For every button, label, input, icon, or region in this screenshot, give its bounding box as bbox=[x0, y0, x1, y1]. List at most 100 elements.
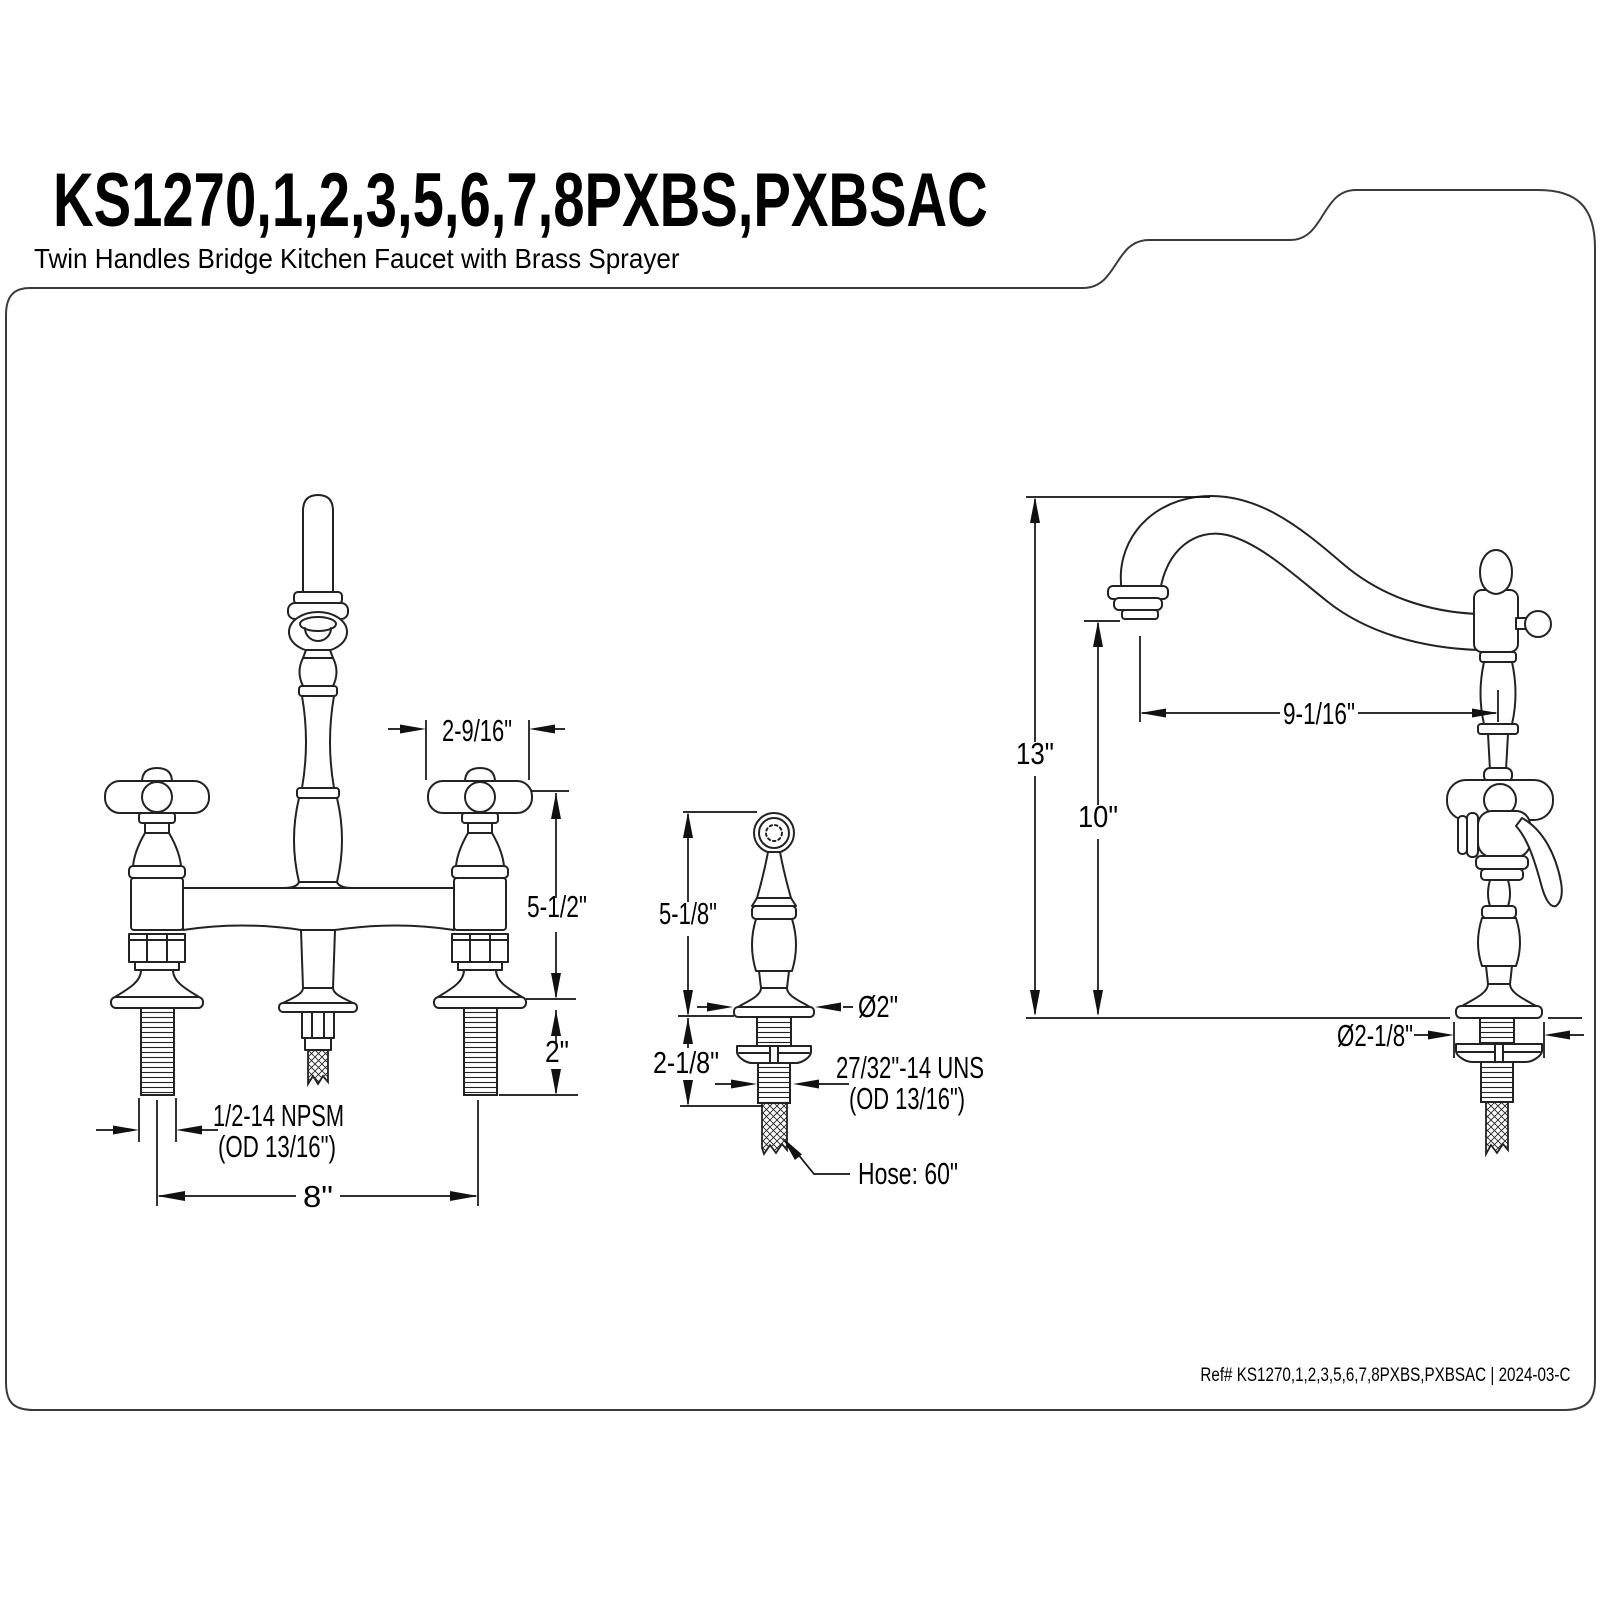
side-view-drawing: 13" 10" 9-1/16" Ø2-1/8" bbox=[1016, 494, 1584, 1158]
dim-sprayer-flange: Ø2" bbox=[678, 989, 898, 1024]
left-hex-nut bbox=[128, 933, 186, 963]
column-bulge bbox=[293, 797, 343, 883]
center-bell bbox=[282, 987, 354, 1004]
center-hex-facets bbox=[311, 1011, 325, 1039]
spout-mouth-arc bbox=[304, 627, 332, 642]
center-brim bbox=[278, 1002, 358, 1013]
column-fillet bbox=[282, 881, 354, 889]
left-valve-body bbox=[130, 877, 184, 931]
dim-handle-width: 2-9/16" bbox=[388, 713, 565, 780]
right-bonnet-ring bbox=[451, 865, 509, 879]
side-sprayer bbox=[1455, 810, 1563, 1158]
side-column-stem bbox=[1487, 733, 1509, 771]
right-handle-stem bbox=[467, 822, 493, 834]
dim-spout-height: 10" bbox=[1078, 620, 1120, 1016]
dim-shank-thread: 1/2-14 NPSM (OD 13/16") bbox=[96, 1098, 344, 1164]
page-title: KS1270,1,2,3,5,6,7,8PXBS,PXBSAC bbox=[53, 158, 988, 243]
side-column-ring1 bbox=[1479, 651, 1517, 663]
spout-outlet-collar2 bbox=[1113, 597, 1163, 611]
reference-code: Ref# KS1270,1,2,3,5,6,7,8PXBS,PXBSAC | 2… bbox=[1199, 1364, 1570, 1386]
sprayer-thread-spec-line1: 27/32"-14 UNS bbox=[836, 1050, 984, 1085]
sprayer-hose-braid bbox=[761, 1102, 788, 1157]
bridge-bar bbox=[182, 887, 455, 931]
right-handle-cap bbox=[464, 767, 496, 783]
dim-center-spread-label: 8" bbox=[303, 1179, 333, 1214]
side-sprayer-trigger bbox=[1515, 817, 1563, 908]
dim-center-spread: 8" bbox=[156, 1100, 479, 1214]
side-sprayer-collar1 bbox=[1475, 855, 1529, 870]
right-handle-collar bbox=[461, 812, 499, 824]
sprayer-neck bbox=[756, 851, 792, 899]
left-shank-thread bbox=[140, 1007, 175, 1096]
dim-sprayer-flange-label: Ø2" bbox=[858, 989, 898, 1024]
dim-overall-height-label: 13" bbox=[1016, 736, 1054, 771]
dim-handle-width-label: 2-9/16" bbox=[442, 713, 512, 748]
sprayer-nozzle-dots bbox=[765, 824, 783, 842]
page-subtitle: Twin Handles Bridge Kitchen Faucet with … bbox=[34, 243, 680, 274]
sprayer-thread-lower bbox=[757, 1062, 791, 1104]
dim-escutcheon-diameter: Ø2-1/8" bbox=[1337, 1018, 1584, 1058]
dim-sprayer-height: 5-1/8" bbox=[659, 811, 757, 1016]
sprayer-neck-flare bbox=[751, 897, 797, 907]
left-bonnet bbox=[132, 832, 182, 867]
side-faucet bbox=[1107, 494, 1554, 821]
center-leg bbox=[300, 929, 336, 989]
right-escutcheon-bell bbox=[437, 969, 523, 998]
side-sprayer-neck bbox=[1487, 879, 1511, 907]
sprayer-flange bbox=[733, 1006, 815, 1018]
dim-spout-height-label: 10" bbox=[1078, 799, 1118, 834]
dim-shank-length: 2" bbox=[499, 1010, 578, 1096]
dim-hose-length: Hose: 60" bbox=[782, 1137, 958, 1191]
sprayer-head-ring bbox=[758, 817, 790, 849]
shank-thread-spec-line1: 1/2-14 NPSM bbox=[213, 1098, 344, 1133]
spout-tube bbox=[302, 494, 334, 593]
sprayer-thread-spec-line2: (OD 13/16") bbox=[849, 1081, 965, 1116]
sheet-border-outline bbox=[5, 189, 1596, 1411]
side-knob-ball bbox=[1524, 610, 1552, 638]
left-valve-assembly bbox=[104, 767, 210, 1096]
spout-outlet-mouth bbox=[1121, 609, 1159, 620]
dim-spout-reach: 9-1/16" bbox=[1139, 636, 1499, 731]
left-handle-cap bbox=[141, 767, 173, 783]
center-hose-connection bbox=[278, 929, 358, 1088]
column-ring2 bbox=[296, 787, 340, 799]
shank-thread-spec-line2: (OD 13/16") bbox=[218, 1129, 336, 1164]
dim-sprayer-under-deck-label: 2-1/8" bbox=[653, 1045, 719, 1080]
spout-column bbox=[282, 494, 354, 889]
side-body bbox=[1473, 589, 1519, 653]
left-escutcheon-bell bbox=[114, 969, 200, 998]
sprayer-nut-tab bbox=[769, 1045, 779, 1064]
left-handle-stem bbox=[144, 822, 170, 834]
side-finial bbox=[1479, 549, 1513, 595]
column-barrel bbox=[298, 657, 338, 687]
sprayer-taper bbox=[758, 970, 790, 989]
right-hex-facets bbox=[451, 933, 509, 963]
left-hex-facets bbox=[128, 933, 186, 963]
left-neck bbox=[134, 961, 180, 971]
sprayer-thread-upper bbox=[756, 1016, 792, 1047]
left-handle-hub bbox=[141, 781, 173, 813]
dim-spout-reach-label: 9-1/16" bbox=[1283, 696, 1355, 731]
right-neck bbox=[457, 961, 503, 971]
side-sprayer-collar2 bbox=[1480, 868, 1524, 881]
sprayer-neck-ring bbox=[751, 905, 797, 920]
dim-shank-length-label: 2" bbox=[545, 1034, 569, 1069]
sprayer-grip bbox=[751, 918, 797, 972]
spout-tip bbox=[299, 616, 337, 632]
right-escutcheon-brim bbox=[433, 996, 527, 1009]
center-collar bbox=[304, 1037, 332, 1051]
column-taper bbox=[301, 695, 335, 789]
side-sprayer-bell bbox=[1461, 983, 1537, 1007]
dim-overall-height: 13" bbox=[1016, 496, 1210, 1016]
right-valve-assembly bbox=[427, 767, 533, 1096]
dim-hose-length-label: Hose: 60" bbox=[858, 1156, 958, 1191]
right-shank-thread bbox=[463, 1007, 498, 1096]
dim-sprayer-thread: 27/32"-14 UNS (OD 13/16") bbox=[715, 1050, 984, 1116]
side-escutcheon-brim bbox=[1455, 1005, 1543, 1019]
dim-sprayer-height-label: 5-1/8" bbox=[659, 896, 717, 931]
left-handle-collar bbox=[138, 812, 176, 824]
side-sprayer-taper bbox=[1485, 965, 1513, 985]
sprayer-body bbox=[733, 812, 815, 1157]
